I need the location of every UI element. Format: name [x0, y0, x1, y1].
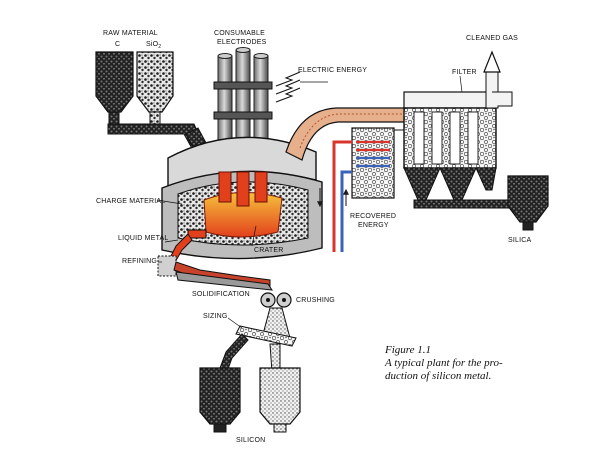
electrode-tip-right: [254, 171, 268, 203]
solidification-trough: [175, 271, 274, 291]
label-sio2: SiO2: [146, 41, 161, 50]
filter-hopper-3: [475, 167, 497, 191]
label-charge-material: CHARGE MATERIAL: [96, 198, 165, 205]
filter-hopper-1: [403, 167, 441, 201]
heat-exchanger: [351, 127, 395, 199]
cold-water-pipe: [340, 170, 352, 252]
label-crushing: CRUSHING: [296, 297, 335, 304]
label-cleaned-gas: CLEANED GAS: [466, 35, 518, 42]
label-liquid-metal: LIQUID METAL: [118, 235, 169, 242]
heat-exchanger-tubes: [356, 140, 390, 168]
label-consumable-electrodes-1: CONSUMABLE: [214, 30, 265, 37]
label-refining: REFINING: [122, 258, 157, 265]
filter-house: [403, 50, 521, 209]
silicon-bin-fine: [259, 367, 301, 425]
label-consumable-electrodes-2: ELECTRODES: [217, 39, 267, 46]
filter-bags: [413, 111, 479, 165]
metal-handling: [157, 233, 274, 291]
label-recovered-energy-1: RECOVERED: [350, 213, 396, 220]
carbon-hopper: [95, 51, 134, 113]
label-recovered-energy-2: ENERGY: [358, 222, 389, 229]
leader-lines: [156, 75, 463, 329]
cleaned-gas-arrow: [483, 50, 501, 73]
caption-figure-number: Figure 1.1: [385, 344, 432, 356]
figure-caption: Figure 1.1 A typical plant for the pro- …: [385, 344, 585, 383]
sio2-hopper: [136, 51, 174, 113]
furnace: [161, 136, 323, 260]
silicon-bin-coarse: [199, 367, 241, 425]
label-electric-energy: ELECTRIC ENERGY: [298, 67, 367, 74]
raw-material-hoppers: [95, 51, 213, 161]
refining-ladle: [157, 255, 177, 277]
caption-text-line-1: A typical plant for the pro-: [385, 357, 503, 369]
electric-energy-bolt-icons: [275, 71, 301, 103]
label-silica: SILICA: [508, 237, 532, 244]
hot-water-pipe: [332, 140, 352, 252]
label-raw-material: RAW MATERIAL: [103, 30, 158, 37]
electrode-clamp-top: [213, 81, 273, 90]
caption-text-line-2: duction of silicon metal.: [385, 370, 492, 382]
sizing-screen: [235, 325, 297, 347]
filter-hopper-2: [439, 167, 477, 201]
label-carbon: C: [115, 41, 120, 48]
stack: [485, 69, 499, 109]
crushing-and-sizing: [199, 292, 301, 433]
gas-handling: [285, 107, 411, 252]
silica-bin: [507, 175, 549, 231]
label-solidification: SOLIDIFICATION: [192, 291, 250, 298]
filter-top-duct: [403, 91, 497, 109]
stack-outlet: [492, 91, 513, 107]
label-crater: CRATER: [254, 247, 283, 254]
electrode-clamp-bottom: [213, 111, 273, 120]
tap-hole: [187, 229, 207, 239]
label-sizing: SIZING: [203, 313, 228, 320]
label-filter: FILTER: [452, 69, 477, 76]
electrode-tip-left: [218, 171, 232, 203]
label-silicon: SILICON: [236, 437, 265, 444]
electrode-tip-middle: [236, 171, 250, 207]
silica-collector-duct: [413, 199, 521, 209]
